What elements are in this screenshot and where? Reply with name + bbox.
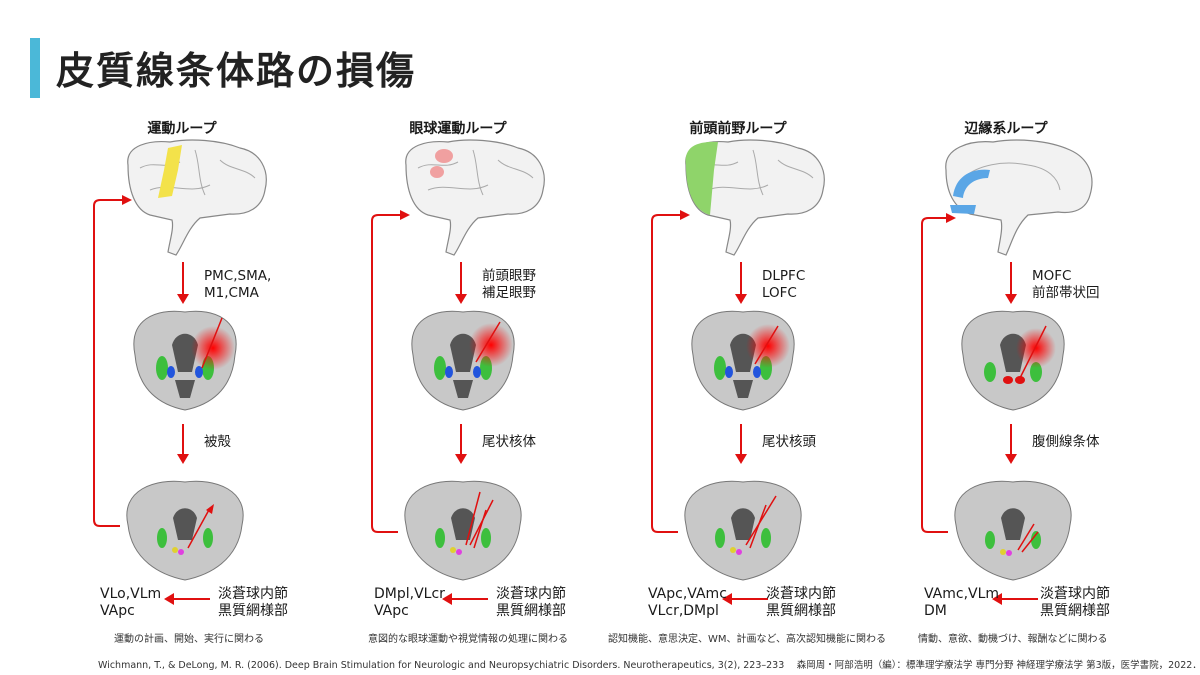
lateral-brain-icon [405, 139, 545, 256]
coronal-slice-icon [133, 310, 237, 411]
thalamus-output-label: VAmc,VLm DM [924, 586, 1000, 619]
loop-limbic: 辺縁系ループ MOFC 前部帯状回 腹側線条体 VAmc,VLm DM 淡蒼球内… [908, 0, 1188, 675]
thalamus-output-label: VLo,VLm VApc [100, 586, 162, 619]
function-description: 認知機能、意思決定、WM、計画など、高次認知機能に関わる [608, 634, 887, 645]
pallidum-label: 淡蒼球内節 黒質網様部 [766, 586, 836, 619]
function-description: 情動、意欲、動機づけ、報酬などに関わる [918, 634, 1108, 645]
pallidum-label: 淡蒼球内節 黒質網様部 [496, 586, 566, 619]
lateral-brain-icon [127, 139, 267, 256]
cortex-label: PMC,SMA, M1,CMA [204, 268, 272, 301]
loop-title: 前頭前野ループ [689, 121, 787, 137]
loop-title: 運動ループ [147, 121, 217, 137]
page-title: 皮質線条体路の損傷 [56, 49, 417, 93]
citation: Wichmann, T., & DeLong, M. R. (2006). De… [98, 660, 1200, 671]
coronal-slice-icon [961, 310, 1065, 411]
thalamus-output-label: VApc,VAmc VLcr,DMpl [648, 586, 727, 619]
function-description: 意図的な眼球運動や視覚情報の処理に関わる [368, 634, 568, 645]
thalamus-output-label: DMpl,VLcr VApc [374, 586, 445, 619]
loop-title: 眼球運動ループ [409, 121, 507, 137]
cortex-label: 前頭眼野 補足眼野 [482, 268, 536, 301]
striatum-label: 尾状核頭 [762, 434, 816, 450]
coronal-slice-icon [684, 480, 802, 581]
loop-limbic-diagram [921, 139, 1093, 605]
loop-prefrontal: 前頭前野ループ DLPFC LOFC 尾状核頭 VApc,VAmc VLcr,D… [608, 0, 918, 675]
striatum-label: 尾状核体 [482, 434, 536, 450]
coronal-slice-icon [691, 310, 795, 411]
medial-brain-icon [945, 139, 1093, 256]
loop-oculomotor: 眼球運動ループ 前頭眼野 補足眼野 尾状核体 DMpl,VLcr VApc 淡蒼… [358, 0, 638, 675]
striatum-label: 腹側線条体 [1032, 434, 1100, 450]
title-accent-bar [30, 38, 40, 98]
striatum-label: 被殻 [204, 434, 231, 450]
loop-prefrontal-diagram [651, 139, 825, 605]
coronal-slice-icon [404, 480, 522, 581]
cortex-label: MOFC 前部帯状回 [1032, 268, 1100, 301]
lateral-brain-icon [685, 139, 825, 256]
loop-oculomotor-diagram [371, 139, 545, 605]
coronal-slice-icon [126, 480, 244, 581]
cortex-label: DLPFC LOFC [762, 268, 806, 301]
pallidum-label: 淡蒼球内節 黒質網様部 [218, 586, 288, 619]
coronal-slice-icon [411, 310, 515, 411]
loop-motor: 運動ループ PMC,SMA, M1,CMA 被殻 VLo,VLm VApc 淡蒼… [80, 0, 360, 675]
loop-title: 辺縁系ループ [964, 121, 1048, 137]
pallidum-label: 淡蒼球内節 黒質網様部 [1040, 586, 1110, 619]
function-description: 運動の計画、開始、実行に関わる [114, 634, 264, 645]
loop-motor-diagram [93, 139, 267, 605]
coronal-slice-icon [954, 480, 1072, 581]
